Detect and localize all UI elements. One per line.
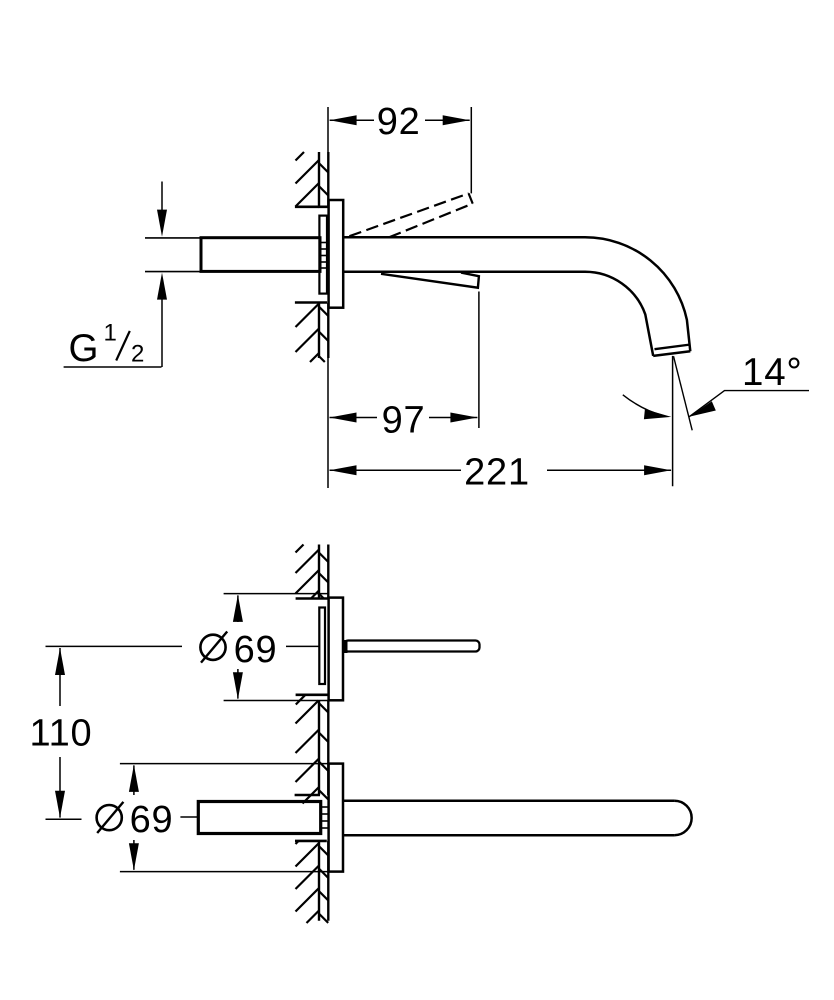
- svg-text:14°: 14°: [742, 351, 803, 394]
- svg-text:69: 69: [130, 799, 174, 841]
- svg-text:G: G: [69, 327, 99, 370]
- svg-text:69: 69: [234, 629, 278, 671]
- svg-text:97: 97: [382, 400, 426, 442]
- svg-text:1: 1: [104, 319, 117, 346]
- svg-text:2: 2: [131, 340, 144, 367]
- svg-text:110: 110: [30, 713, 93, 755]
- svg-text:221: 221: [464, 451, 530, 493]
- svg-text:92: 92: [377, 101, 421, 143]
